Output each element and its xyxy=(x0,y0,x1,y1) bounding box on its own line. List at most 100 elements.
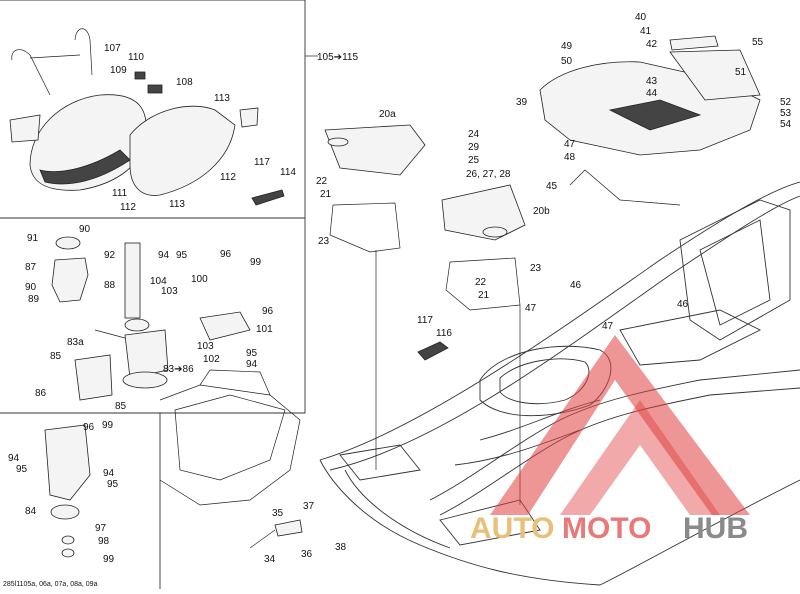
watermark-hub: HUB xyxy=(683,512,748,545)
callout-38: 38 xyxy=(335,542,347,553)
callout-39: 39 xyxy=(516,97,528,108)
watermark-moto: MOTO xyxy=(562,512,651,545)
callout-90a: 90 xyxy=(79,224,91,235)
callout-111: 111 xyxy=(112,188,128,199)
callout-98: 98 xyxy=(98,536,110,547)
callout-94a: 94 xyxy=(158,250,170,261)
callout-85b: 85 xyxy=(115,401,127,412)
callout-109: 109 xyxy=(110,65,127,76)
callout-94b: 94 xyxy=(246,359,258,370)
watermark-logo: AUTO MOTO HUB xyxy=(470,335,750,545)
callout-21a: 21 xyxy=(320,189,332,200)
callout-112a: 112 xyxy=(220,172,236,183)
callout-99b: 99 xyxy=(102,420,114,431)
callout-94c: 94 xyxy=(8,453,20,464)
drawing-code: 285l1105a, 06a, 07a, 08a, 09a xyxy=(3,581,98,588)
callout-99a: 99 xyxy=(250,257,262,268)
hardware xyxy=(249,341,449,549)
callout-104: 104 xyxy=(150,276,167,287)
callout-20b: 20b xyxy=(533,206,550,217)
callout-23b: 23 xyxy=(530,263,542,274)
callout-40: 40 xyxy=(635,12,647,23)
callout-97: 97 xyxy=(95,523,107,534)
watermark-auto: AUTO xyxy=(470,512,554,545)
callout-41: 41 xyxy=(640,26,652,37)
callout-45: 45 xyxy=(546,181,558,192)
callout-110: 110 xyxy=(128,52,144,63)
frame-ghost xyxy=(159,369,301,506)
callout-95b: 95 xyxy=(246,348,258,359)
callout-112b: 112 xyxy=(120,202,136,213)
callout-114: 114 xyxy=(280,167,296,178)
callout-103a: 103 xyxy=(161,286,178,297)
callout-44: 44 xyxy=(646,88,658,99)
callout-85a: 85 xyxy=(50,351,62,362)
callout-53: 53 xyxy=(780,108,792,119)
callout-90b: 90 xyxy=(25,282,37,293)
callout-96c: 96 xyxy=(83,422,95,433)
callout-100: 100 xyxy=(191,274,208,285)
callout-46a: 46 xyxy=(570,280,582,291)
callout-113b: 113 xyxy=(169,199,185,210)
callout-47c: 47 xyxy=(602,321,614,332)
callout-107: 107 xyxy=(104,43,121,54)
callout-86: 86 xyxy=(35,388,47,399)
callout-43: 43 xyxy=(646,76,658,87)
seat-frame xyxy=(539,35,761,206)
callout-101: 101 xyxy=(256,324,273,335)
callout-116: 116 xyxy=(436,328,452,339)
callout-34: 34 xyxy=(264,554,276,565)
callout-46b: 46 xyxy=(677,299,689,310)
callout-83-86: 83➔86 xyxy=(163,364,194,375)
callout-23a: 23 xyxy=(318,236,330,247)
callout-36: 36 xyxy=(301,549,313,560)
callout-labels: 107 110 109 108 113 113 111 112 112 117 … xyxy=(8,12,792,565)
callout-21b: 21 xyxy=(478,290,490,301)
steering-arm xyxy=(44,424,91,558)
callout-25: 25 xyxy=(468,155,480,166)
callout-52: 52 xyxy=(780,97,792,108)
callout-26-27-28: 26, 27, 28 xyxy=(466,169,511,180)
callout-95d: 95 xyxy=(107,479,119,490)
callout-55: 55 xyxy=(752,37,764,48)
callout-42: 42 xyxy=(646,39,658,50)
callout-47b: 47 xyxy=(525,303,537,314)
inset-frames xyxy=(0,0,318,589)
callout-47a: 47 xyxy=(564,139,576,150)
callout-94d: 94 xyxy=(103,468,115,479)
callout-37: 37 xyxy=(303,501,315,512)
callout-108: 108 xyxy=(176,77,193,88)
callout-103b: 103 xyxy=(197,341,214,352)
callout-24: 24 xyxy=(468,129,480,140)
callout-96a: 96 xyxy=(220,249,232,260)
callout-49: 49 xyxy=(561,41,573,52)
callout-102: 102 xyxy=(203,354,220,365)
callout-87: 87 xyxy=(25,262,37,273)
handlebar-assembly xyxy=(9,28,285,206)
callout-35: 35 xyxy=(272,508,284,519)
callout-84: 84 xyxy=(25,506,37,517)
callout-95c: 95 xyxy=(16,464,28,475)
steering-column xyxy=(51,236,251,401)
callout-22b: 22 xyxy=(475,277,487,288)
storage-covers xyxy=(324,124,526,505)
callout-54: 54 xyxy=(780,119,792,130)
callout-113a: 113 xyxy=(214,93,230,104)
callout-92: 92 xyxy=(104,250,116,261)
callout-48: 48 xyxy=(564,152,576,163)
callout-83a: 83a xyxy=(67,337,84,348)
callout-91: 91 xyxy=(27,233,39,244)
callout-99c: 99 xyxy=(103,554,115,565)
callout-89: 89 xyxy=(28,294,40,305)
callout-117a: 117 xyxy=(254,157,270,168)
callout-117b: 117 xyxy=(417,315,433,326)
callout-50: 50 xyxy=(561,56,573,67)
callout-29: 29 xyxy=(468,142,480,153)
callout-96b: 96 xyxy=(262,306,274,317)
callout-51: 51 xyxy=(735,67,747,78)
callout-22a: 22 xyxy=(316,176,328,187)
callout-20a: 20a xyxy=(379,109,396,120)
callout-88: 88 xyxy=(104,280,116,291)
callout-105-115: 105➔115 xyxy=(317,52,358,63)
